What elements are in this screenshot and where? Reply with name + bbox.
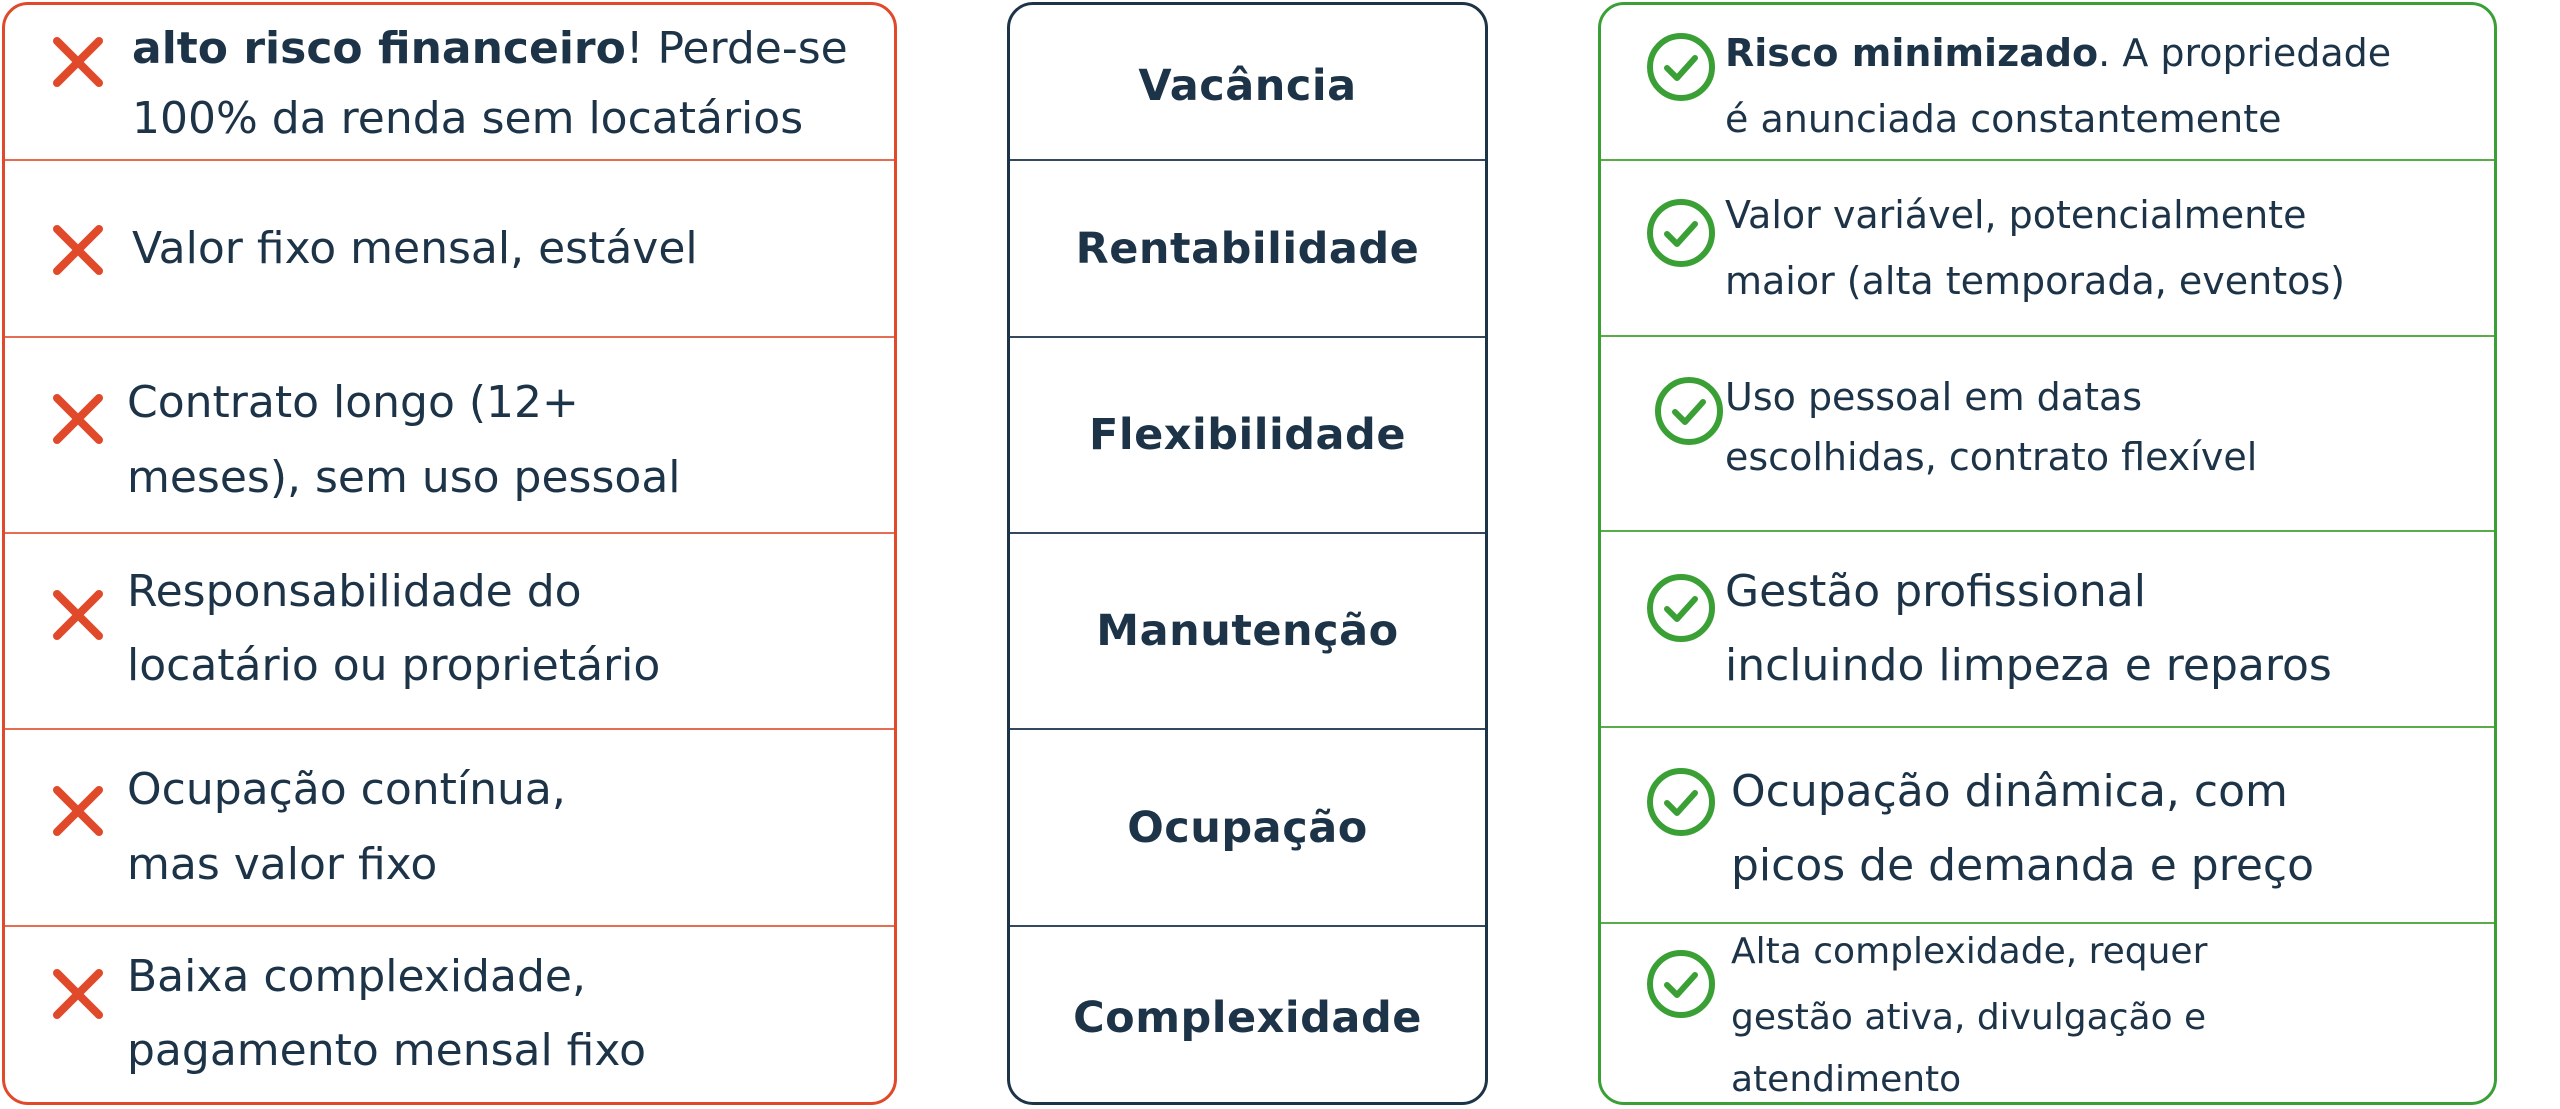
criteria-label-rentabilidade: Rentabilidade <box>1075 223 1420 274</box>
right-row-text-line2: escolhidas, contrato flexível <box>1725 435 2258 479</box>
left-row-text-line1: alto risco financeiro! Perde-se <box>132 13 848 85</box>
right-row-rentabilidade: Valor variável, potencialmente maior (al… <box>1601 161 2494 337</box>
traditional-rental-column: alto risco financeiro! Perde-se 100% da … <box>2 2 897 1105</box>
left-row-text-line1: Ocupação contínua, <box>127 764 566 815</box>
right-row-flexibilidade: Uso pessoal em datas escolhidas, contrat… <box>1601 337 2494 532</box>
right-row-vacancia: Risco minimizado. A propriedade é anunci… <box>1601 5 2494 161</box>
right-row-text-line2: picos de demanda e preço <box>1731 840 2315 891</box>
right-row-text-line1: Uso pessoal em datas <box>1725 375 2143 419</box>
right-row-text-line2: é anunciada constantemente <box>1725 97 2282 141</box>
right-row-text-line1: Gestão profissional <box>1725 566 2146 617</box>
criteria-label-vacancia: Vacância <box>1138 61 1357 111</box>
check-circle-icon <box>1647 768 1715 836</box>
left-row-text-line1: Responsabilidade do <box>127 566 582 617</box>
check-circle-icon <box>1647 574 1715 642</box>
check-circle-icon <box>1647 199 1715 267</box>
left-row-complexidade: Baixa complexidade, pagamento mensal fix… <box>5 927 894 1102</box>
criteria-row: Manutenção <box>1010 534 1485 730</box>
left-row-bold-text: alto risco financeiro <box>132 23 626 74</box>
left-row-text-part: ! Perde-se <box>625 23 848 74</box>
right-row-text-line3: atendimento <box>1731 1059 1962 1100</box>
left-row-text-line2: 100% da renda sem locatários <box>132 93 804 144</box>
left-row-text-line2: locatário ou proprietário <box>127 640 661 691</box>
criteria-label-flexibilidade: Flexibilidade <box>1089 410 1406 460</box>
x-icon <box>53 590 103 640</box>
right-row-text-line1: Valor variável, potencialmente <box>1725 193 2307 237</box>
x-icon <box>53 786 103 836</box>
left-row-ocupacao: Ocupação contínua, mas valor fixo <box>5 730 894 927</box>
criteria-row: Ocupação <box>1010 730 1485 927</box>
criteria-column: Vacância Rentabilidade Flexibilidade Man… <box>1007 2 1488 1105</box>
right-row-text-line2: incluindo limpeza e reparos <box>1725 640 2332 691</box>
check-circle-icon <box>1655 377 1723 445</box>
left-row-text-line2: mas valor fixo <box>127 839 438 890</box>
right-row-ocupacao: Ocupação dinâmica, com picos de demanda … <box>1601 728 2494 924</box>
x-icon <box>53 225 103 275</box>
check-circle-icon <box>1647 33 1715 101</box>
left-row-text-line1: Valor fixo mensal, estável <box>132 223 698 274</box>
criteria-label-complexidade: Complexidade <box>1073 992 1422 1043</box>
left-row-text-line2: meses), sem uso pessoal <box>127 452 681 503</box>
right-row-text-line2: maior (alta temporada, eventos) <box>1725 259 2345 303</box>
x-icon <box>53 37 103 87</box>
right-row-text-line1: Alta complexidade, requer <box>1731 931 2208 972</box>
left-row-text-line1: Contrato longo (12+ <box>127 377 579 428</box>
criteria-row: Flexibilidade <box>1010 338 1485 534</box>
criteria-row: Vacância <box>1010 5 1485 161</box>
criteria-row: Complexidade <box>1010 927 1485 1102</box>
x-icon <box>53 969 103 1019</box>
left-row-manutencao: Responsabilidade do locatário ou proprie… <box>5 534 894 730</box>
left-row-rentabilidade: Valor fixo mensal, estável <box>5 161 894 338</box>
right-row-text-line2: gestão ativa, divulgação e <box>1731 997 2207 1038</box>
left-row-text-line1: Baixa complexidade, <box>127 951 586 1002</box>
left-row-text-line2: pagamento mensal fixo <box>127 1025 646 1076</box>
right-row-complexidade: Alta complexidade, requer gestão ativa, … <box>1601 924 2494 1102</box>
criteria-row: Rentabilidade <box>1010 161 1485 338</box>
criteria-label-manutencao: Manutenção <box>1096 606 1399 656</box>
right-row-text-line1: Risco minimizado. A propriedade <box>1725 21 2391 85</box>
left-row-flexibilidade: Contrato longo (12+ meses), sem uso pess… <box>5 338 894 534</box>
x-icon <box>53 394 103 444</box>
check-circle-icon <box>1647 950 1715 1018</box>
right-row-bold-text: Risco minimizado <box>1725 31 2099 75</box>
right-row-text-line1: Ocupação dinâmica, com <box>1731 766 2288 817</box>
short-term-rental-column: Risco minimizado. A propriedade é anunci… <box>1598 2 2497 1105</box>
left-row-vacancia: alto risco financeiro! Perde-se 100% da … <box>5 5 894 161</box>
criteria-label-ocupacao: Ocupação <box>1127 802 1368 853</box>
right-row-manutencao: Gestão profissional incluindo limpeza e … <box>1601 532 2494 728</box>
right-row-text-part: . A propriedade <box>2098 31 2392 75</box>
